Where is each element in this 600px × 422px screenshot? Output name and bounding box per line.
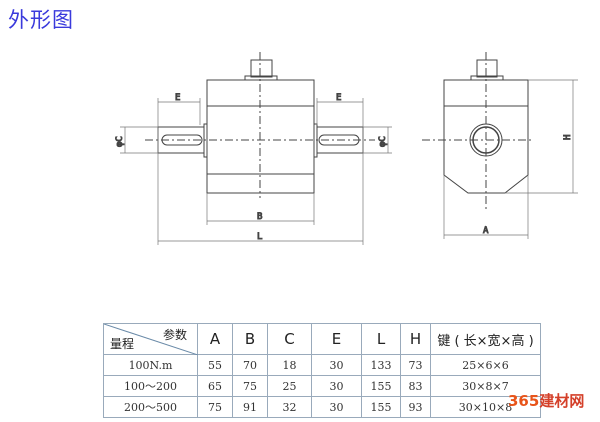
front-view: [120, 52, 392, 245]
dim-h: H: [563, 135, 573, 140]
diagonal-divider: [104, 324, 198, 355]
cell: 30×10×8: [430, 396, 541, 418]
cell: 75: [197, 396, 233, 418]
cell: 75: [232, 375, 268, 397]
outline-drawing: E E B L φC φC A H: [115, 52, 578, 245]
corner-cell: 参数 量程: [103, 323, 198, 355]
cell: 93: [400, 396, 431, 418]
watermark-number: 365: [508, 392, 540, 410]
corner-top-label: 参数: [162, 328, 187, 342]
cell: 155: [361, 375, 401, 397]
cell: 18: [267, 354, 312, 376]
cell: 83: [400, 375, 431, 397]
cell: 91: [232, 396, 268, 418]
header-cell: B: [232, 323, 268, 355]
watermark-text: 建材网: [539, 392, 585, 410]
watermark: 365建材网: [508, 390, 584, 411]
header-cell: L: [361, 323, 401, 355]
cell: 30: [311, 396, 362, 418]
header-cell: H: [400, 323, 431, 355]
header-cell: 键 ( 长×宽×高 ): [430, 323, 541, 355]
dim-l: L: [257, 232, 262, 242]
cell: 200～500: [103, 396, 198, 418]
side-view: [422, 52, 578, 239]
cell: 32: [267, 396, 312, 418]
table-header-row: 参数 量程 A B C E L H 键 ( 长×宽×高 ): [103, 323, 541, 355]
dim-c-left: φC: [115, 136, 125, 147]
cell: 100N.m: [103, 354, 198, 376]
cell: 73: [400, 354, 431, 376]
dim-a: A: [483, 226, 489, 236]
header-cell: C: [267, 323, 312, 355]
dim-e-left: E: [175, 93, 180, 103]
cell: 25×6×6: [430, 354, 541, 376]
page-title: 外形图: [8, 8, 74, 32]
cell: 133: [361, 354, 401, 376]
cell: 65: [197, 375, 233, 397]
cell: 155: [361, 396, 401, 418]
dim-c-right: φC: [378, 136, 388, 147]
dim-e-right: E: [336, 93, 341, 103]
cell: 55: [197, 354, 233, 376]
cell: 30: [311, 375, 362, 397]
cell: 100～200: [103, 375, 198, 397]
cell: 25: [267, 375, 312, 397]
header-cell: A: [197, 323, 233, 355]
cell: 30: [311, 354, 362, 376]
cell: 70: [232, 354, 268, 376]
header-cell: E: [311, 323, 362, 355]
dim-b: B: [257, 212, 262, 222]
corner-bottom-label: 量程: [110, 337, 135, 351]
